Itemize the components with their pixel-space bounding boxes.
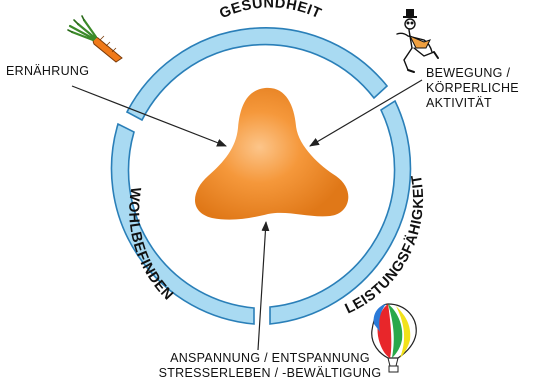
label-nutrition: ERNÄHRUNG [6,64,89,79]
center-shape [195,87,349,220]
ring-label-top: GESUNDHEIT [217,0,323,22]
label-exercise-line-2: KÖRPERLICHE [426,81,519,95]
ring [110,27,412,325]
label-stress: ANSPANNUNG / ENTSPANNUNG STRESSERLEBEN /… [150,351,390,381]
label-stress-line-2: STRESSERLEBEN / -BEWÄLTIGUNG [158,366,382,380]
ring-segment-left [110,122,255,325]
carrot-icon [67,15,123,63]
label-exercise: BEWEGUNG / KÖRPERLICHE AKTIVITÄT [426,66,519,111]
hot-air-balloon-icon [371,303,417,373]
stick-figure-icon [396,9,439,73]
label-stress-line-1: ANSPANNUNG / ENTSPANNUNG [170,351,370,365]
ring-segment-right [269,99,412,325]
arrow-exercise [309,79,423,147]
label-nutrition-text: ERNÄHRUNG [6,64,90,78]
label-exercise-line-3: AKTIVITÄT [426,96,492,110]
arrow-nutrition [71,85,227,147]
label-exercise-line-1: BEWEGUNG / [426,66,511,80]
ring-segment-top [125,27,389,122]
arrow-stress [257,221,270,351]
